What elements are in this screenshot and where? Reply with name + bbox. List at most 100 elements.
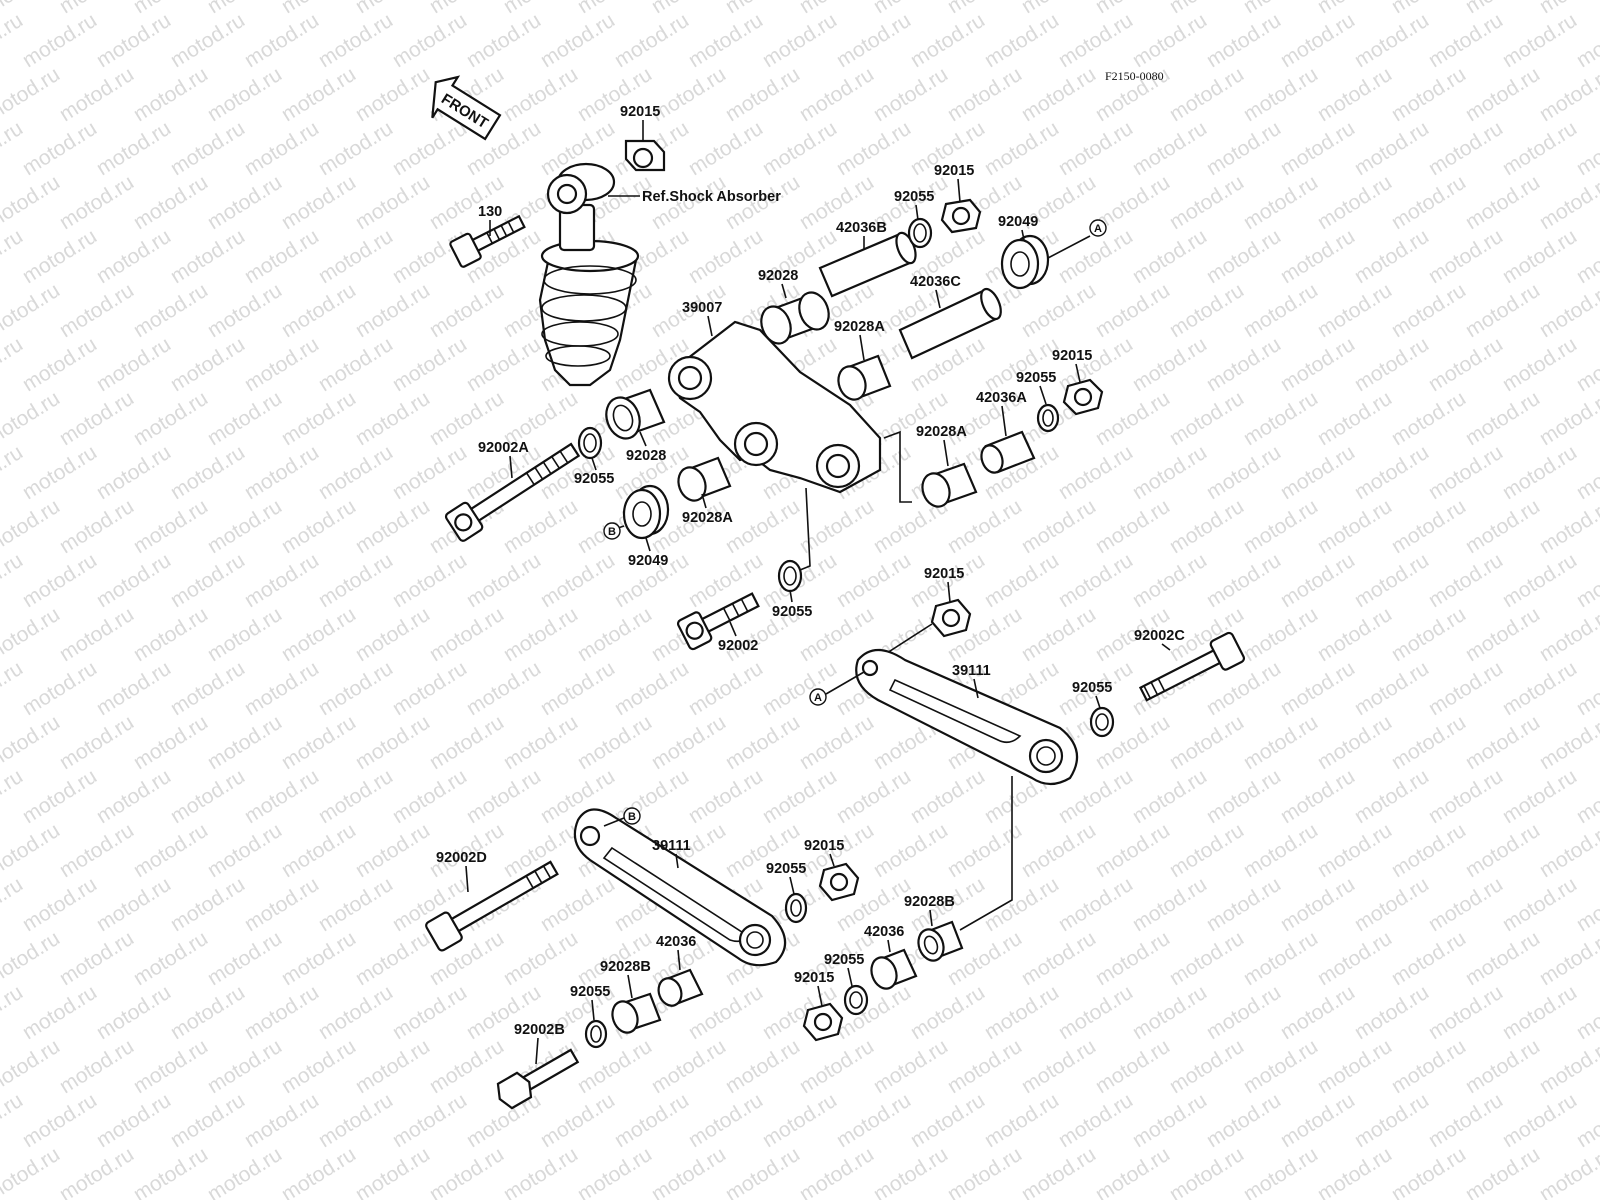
watermark-text: motod.ru: [1572, 225, 1600, 288]
watermark-text: motod.ru: [55, 279, 137, 342]
watermark-text: motod.ru: [240, 873, 322, 936]
label-92055-tr: 92055: [894, 189, 934, 205]
bolt-92002D: [425, 860, 559, 952]
watermark-text: motod.ru: [1424, 333, 1506, 396]
watermark-text: motod.ru: [92, 873, 174, 936]
watermark-text: motod.ru: [92, 441, 174, 504]
label-92002: 92002: [718, 638, 758, 654]
watermark-text: motod.ru: [1350, 981, 1432, 1044]
watermark-text: motod.ru: [1313, 819, 1395, 882]
watermark-text: motod.ru: [721, 63, 803, 126]
watermark-text: motod.ru: [721, 1143, 803, 1200]
watermark-text: motod.ru: [1313, 927, 1395, 990]
watermark-text: motod.ru: [1350, 333, 1432, 396]
nut-92015-mid: [930, 598, 972, 638]
watermark-text: motod.ru: [129, 819, 211, 882]
watermark-text: motod.ru: [832, 9, 914, 72]
bolt-92002: [676, 592, 760, 651]
watermark-text: motod.ru: [0, 225, 27, 288]
watermark-text: motod.ru: [1498, 9, 1580, 72]
watermark-text: motod.ru: [1424, 117, 1506, 180]
label-92002A: 92002A: [478, 440, 529, 456]
watermark-text: motod.ru: [277, 0, 359, 18]
watermark-text: motod.ru: [536, 1089, 618, 1152]
watermark-text: motod.ru: [1498, 441, 1580, 504]
watermark-text: motod.ru: [1461, 819, 1543, 882]
watermark-text: motod.ru: [55, 387, 137, 450]
ring-92055-b1: [784, 892, 808, 924]
watermark-text: motod.ru: [92, 225, 174, 288]
watermark-text: motod.ru: [18, 441, 100, 504]
watermark-text: motod.ru: [1276, 1089, 1358, 1152]
label-92028A-mid: 92028A: [682, 510, 733, 526]
label-92028A-r: 92028A: [916, 424, 967, 440]
watermark-text: motod.ru: [1017, 0, 1099, 18]
watermark-text: motod.ru: [536, 549, 618, 612]
watermark-text: motod.ru: [795, 63, 877, 126]
label-92028B-b2: 92028B: [904, 894, 955, 910]
watermark-text: motod.ru: [1498, 225, 1580, 288]
watermark-text: motod.ru: [1091, 495, 1173, 558]
watermark-text: motod.ru: [18, 1089, 100, 1152]
watermark-text: motod.ru: [1017, 495, 1099, 558]
watermark-text: motod.ru: [1165, 171, 1247, 234]
watermark-text: motod.ru: [1461, 711, 1543, 774]
watermark-text: motod.ru: [1202, 225, 1284, 288]
watermark-text: motod.ru: [203, 927, 285, 990]
watermark-text: motod.ru: [92, 1089, 174, 1152]
watermark-text: motod.ru: [203, 1035, 285, 1098]
watermark-text: motod.ru: [499, 1143, 581, 1200]
watermark-text: motod.ru: [425, 171, 507, 234]
watermark-text: motod.ru: [277, 603, 359, 666]
watermark-text: motod.ru: [129, 1143, 211, 1200]
watermark-text: motod.ru: [573, 1035, 655, 1098]
watermark-text: motod.ru: [1202, 441, 1284, 504]
watermark-text: motod.ru: [1350, 441, 1432, 504]
watermark-text: motod.ru: [55, 1143, 137, 1200]
watermark-text: motod.ru: [240, 333, 322, 396]
watermark-text: motod.ru: [92, 657, 174, 720]
watermark-text: motod.ru: [1017, 63, 1099, 126]
watermark-text: motod.ru: [943, 495, 1025, 558]
watermark-text: motod.ru: [55, 927, 137, 990]
watermark-text: motod.ru: [573, 603, 655, 666]
label-92055-b2: 92055: [824, 952, 864, 968]
watermark-text: motod.ru: [1017, 1035, 1099, 1098]
watermark-text: motod.ru: [1276, 117, 1358, 180]
watermark-text: motod.ru: [166, 549, 248, 612]
watermark-text: motod.ru: [351, 279, 433, 342]
watermark-text: motod.ru: [203, 603, 285, 666]
watermark-text: motod.ru: [314, 765, 396, 828]
watermark-text: motod.ru: [1313, 0, 1395, 18]
watermark-text: motod.ru: [0, 333, 27, 396]
watermark-text: motod.ru: [277, 927, 359, 990]
watermark-text: motod.ru: [1313, 711, 1395, 774]
leader-marker-a-link: [825, 671, 865, 695]
watermark-text: motod.ru: [0, 711, 64, 774]
watermark-text: motod.ru: [980, 549, 1062, 612]
watermark-text: motod.ru: [684, 225, 766, 288]
watermark-text: motod.ru: [1461, 927, 1543, 990]
watermark-text: motod.ru: [1572, 549, 1600, 612]
marker-a-top: A: [1089, 219, 1107, 237]
watermark-text: motod.ru: [462, 9, 544, 72]
watermark-text: motod.ru: [1165, 387, 1247, 450]
watermark-text: motod.ru: [1461, 387, 1543, 450]
watermark-text: motod.ru: [1091, 279, 1173, 342]
watermark-text: motod.ru: [943, 0, 1025, 18]
label-92002D: 92002D: [436, 850, 487, 866]
watermark-text: motod.ru: [129, 603, 211, 666]
watermark-text: motod.ru: [1202, 765, 1284, 828]
watermark-text: motod.ru: [388, 117, 470, 180]
label-92002B: 92002B: [514, 1022, 565, 1038]
ring-92055-b3: [584, 1019, 608, 1049]
watermark-text: motod.ru: [573, 711, 655, 774]
svg-text:B: B: [628, 811, 636, 823]
watermark-text: motod.ru: [1276, 9, 1358, 72]
watermark-text: motod.ru: [832, 549, 914, 612]
watermark-text: motod.ru: [240, 441, 322, 504]
watermark-text: motod.ru: [610, 657, 692, 720]
watermark-text: motod.ru: [277, 279, 359, 342]
sleeve-42036C: [898, 287, 1002, 360]
watermark-text: motod.ru: [240, 657, 322, 720]
